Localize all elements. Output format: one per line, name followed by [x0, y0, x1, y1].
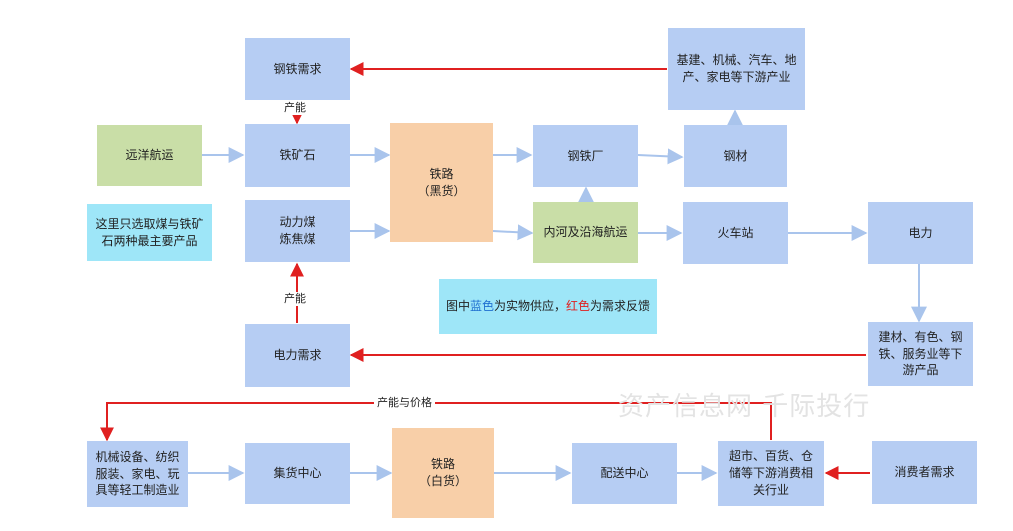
arrow-retail-to-light-industry [100, 402, 772, 442]
node-consumer-demand: 消费者需求 [872, 441, 977, 504]
node-steel-demand: 钢铁需求 [245, 38, 350, 100]
legend-red-word: 红色 [566, 299, 591, 314]
node-downstream-industry: 基建、机械、汽车、地 产、家电等下游产业 [668, 28, 805, 110]
node-railway-white: 铁路 （白货） [392, 428, 494, 518]
watermark: 资产信息网 千际投行 [618, 392, 871, 422]
node-retail: 超市、百货、仓 储等下游消费相 关行业 [718, 441, 824, 506]
node-building-materials: 建材、有色、钢 铁、服务业等下 游产品 [868, 322, 973, 386]
node-railway-black: 铁路 （黑货） [390, 123, 493, 242]
node-coal: 动力煤 炼焦煤 [245, 200, 350, 262]
legend-box: 图中蓝色为实物供应，红色为需求反馈 [439, 279, 657, 334]
node-iron-ore: 铁矿石 [245, 124, 350, 187]
label-capacity-top: 产能 [281, 101, 309, 115]
node-steel-products: 钢材 [684, 125, 787, 187]
node-inland-shipping: 内河及沿海航运 [533, 202, 638, 263]
label-capacity-price: 产能与价格 [374, 396, 435, 410]
legend-suffix: 为需求反馈 [590, 299, 651, 314]
label-capacity-mid: 产能 [281, 292, 309, 306]
arrow-steel-mill-to-steel-products [637, 148, 684, 165]
node-steel-mill: 钢铁厂 [533, 125, 638, 187]
arrow-railway-to-inland-shipping [492, 224, 534, 241]
node-power-demand: 电力需求 [245, 324, 350, 387]
legend-middle: 为实物供应， [493, 299, 566, 314]
node-ocean-shipping: 远洋航运 [97, 125, 202, 186]
node-consolidation-center: 集货中心 [245, 443, 350, 504]
legend-prefix: 图中 [445, 299, 470, 314]
node-electric-power: 电力 [868, 202, 973, 264]
node-note: 这里只选取煤与铁矿 石两种最主要产品 [87, 204, 212, 261]
node-light-industry: 机械设备、纺织 服装、家电、玩 具等轻工制造业 [87, 441, 188, 507]
node-train-station: 火车站 [683, 202, 788, 264]
node-distribution-center: 配送中心 [572, 443, 677, 504]
legend-blue-word: 蓝色 [469, 299, 494, 314]
